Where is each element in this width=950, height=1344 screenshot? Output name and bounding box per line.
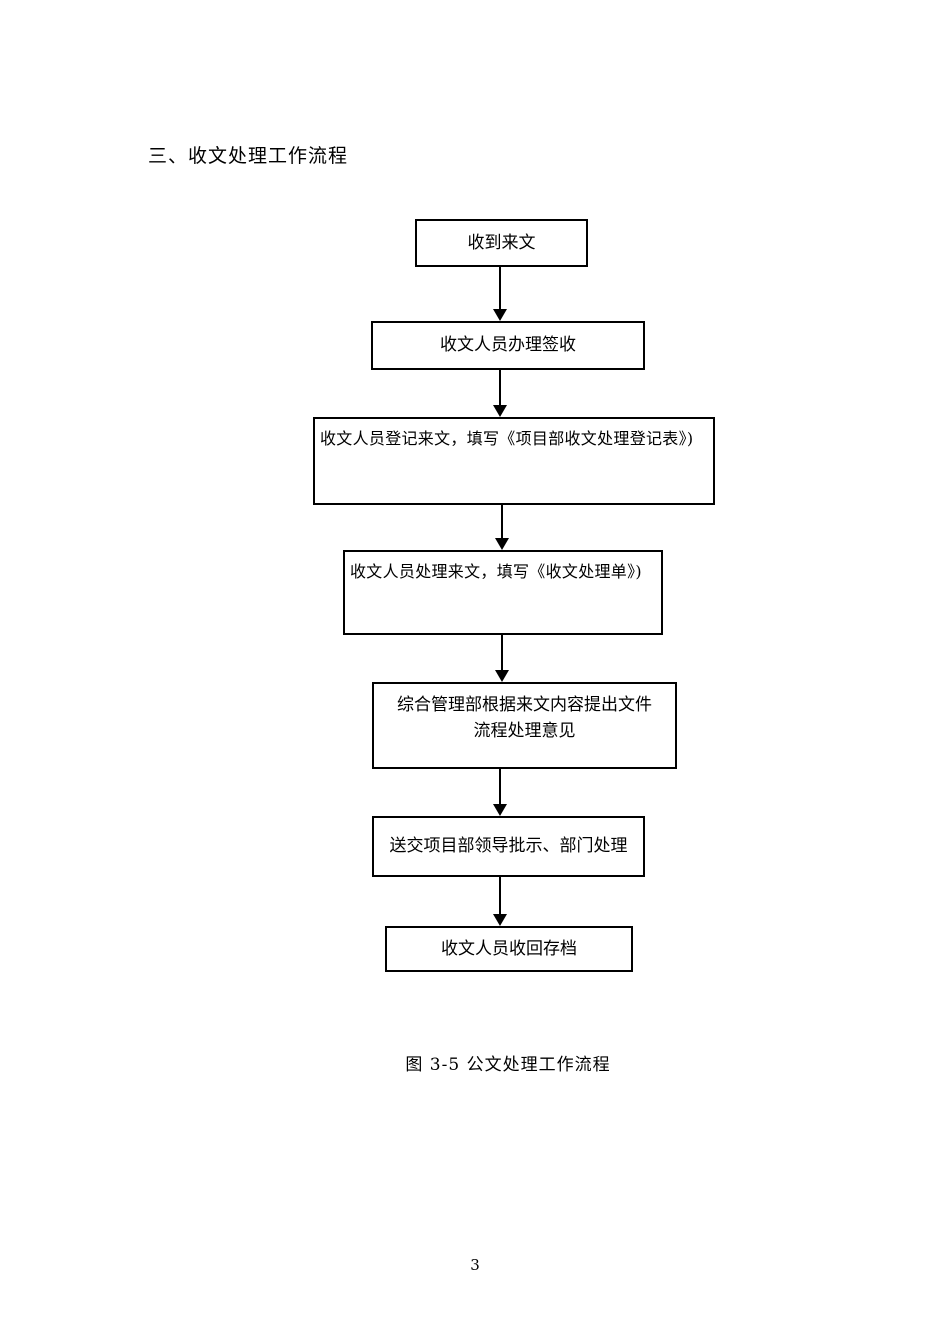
arrow-down-icon: [493, 769, 507, 816]
flow-node-label: 收文人员登记来文，填写《项目部收文处理登记表》): [320, 429, 694, 448]
arrow-down-icon: [493, 267, 507, 321]
flow-node-process-document: 收文人员处理来文，填写《收文处理单》): [343, 550, 663, 635]
flow-node-label: 收文人员处理来文，填写《收文处理单》): [350, 562, 642, 581]
flow-node-receive-document: 收到来文: [415, 219, 588, 267]
flow-node-propose-opinion: 综合管理部根据来文内容提出文件 流程处理意见: [372, 682, 677, 769]
arrow-head: [493, 405, 507, 417]
arrow-shaft: [501, 635, 503, 670]
flow-node-label: 综合管理部根据来文内容提出文件 流程处理意见: [397, 695, 652, 742]
flow-node-label: 送交项目部领导批示、部门处理: [389, 836, 628, 857]
arrow-down-icon: [495, 505, 509, 550]
arrow-head: [495, 538, 509, 550]
arrow-head: [495, 670, 509, 682]
arrow-head: [493, 804, 507, 816]
arrow-head: [493, 309, 507, 321]
flow-node-archive-document: 收文人员收回存档: [385, 926, 633, 972]
arrow-shaft: [499, 370, 501, 405]
arrow-down-icon: [495, 635, 509, 682]
flow-node-label: 收文人员收回存档: [441, 938, 577, 959]
flow-node-label: 收到来文: [467, 232, 536, 253]
arrow-shaft: [499, 877, 501, 914]
arrow-head: [493, 914, 507, 926]
arrow-shaft: [499, 267, 501, 309]
arrow-down-icon: [493, 877, 507, 926]
figure-caption: 图 3-5 公文处理工作流程: [405, 1055, 611, 1075]
flow-node-label: 收文人员办理签收: [440, 335, 576, 356]
arrow-shaft: [499, 769, 501, 804]
arrow-shaft: [501, 505, 503, 538]
flow-node-submit-to-leaders: 送交项目部领导批示、部门处理: [372, 816, 645, 877]
arrow-down-icon: [493, 370, 507, 417]
page-number: 3: [470, 1256, 480, 1274]
section-heading: 三、收文处理工作流程: [148, 145, 349, 167]
flow-node-sign-for-receipt: 收文人员办理签收: [371, 321, 645, 370]
flow-node-register-document: 收文人员登记来文，填写《项目部收文处理登记表》): [313, 417, 715, 505]
